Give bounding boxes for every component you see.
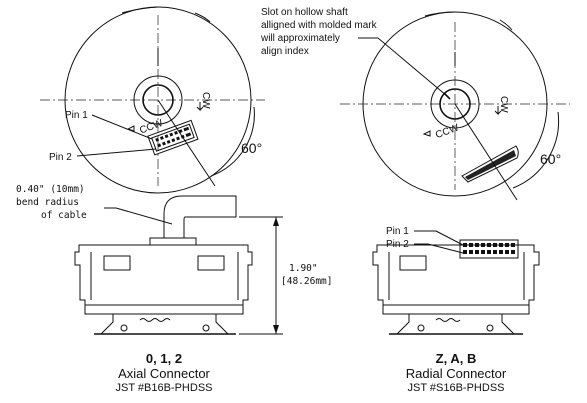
right-angle-label: 60° <box>540 151 561 167</box>
housing-slot <box>399 255 427 271</box>
left-cw-mark: CW <box>196 92 211 112</box>
screw <box>486 324 494 332</box>
left-angle-line <box>157 99 216 187</box>
screw <box>120 324 128 332</box>
left-pin1-leader <box>91 114 153 140</box>
connector-pins <box>463 243 515 254</box>
housing <box>372 244 540 315</box>
cable <box>163 195 237 238</box>
radial-top-view: Slot on hollow shaft alligned with molde… <box>260 7 570 201</box>
slot-note-line-3: will approximately <box>260 33 340 44</box>
height-dim-inches: 1.90" <box>289 263 318 274</box>
bend-note-leader <box>115 207 173 225</box>
base-flange <box>99 314 230 335</box>
bend-note-line-2: bend radius <box>16 197 79 208</box>
slot-note-line-4: align index <box>261 46 309 57</box>
axial-caption-part: JST #B16B-PHDSS <box>115 382 212 394</box>
axial-caption-type: Axial Connector <box>118 366 210 381</box>
right-ccw-mark: CCW <box>422 122 461 141</box>
right-pin1-label: Pin 1 <box>386 226 409 237</box>
body-rim-detail <box>121 6 211 23</box>
radial-caption-part: JST #S16B-PHDSS <box>407 382 504 394</box>
housing-slot <box>103 255 131 271</box>
collar <box>149 237 197 246</box>
base-flange <box>395 314 516 335</box>
bend-note-line-3: of cable <box>41 210 87 221</box>
right-angle-arc <box>512 111 560 189</box>
radial-side-view: Pin 1 Pin 2 Z, A, B Radial Connector JST… <box>372 226 540 394</box>
housing <box>74 244 253 315</box>
radial-connector <box>459 239 519 259</box>
svg-text:CW: CW <box>200 92 211 109</box>
right-pin2-label: Pin 2 <box>386 239 409 250</box>
left-pin1-label: Pin 1 <box>65 110 88 121</box>
shaft-bore <box>439 88 471 120</box>
left-angle-label: 60° <box>241 140 262 156</box>
radial-caption-title: Z, A, B <box>436 351 477 366</box>
right-cw-mark: CW <box>494 96 509 116</box>
axial-side-view: 0.40" (10mm) bend radius of cable 1.90" … <box>16 184 332 394</box>
body-rim-detail <box>424 11 513 31</box>
screw <box>202 324 210 332</box>
housing-slot <box>197 255 225 271</box>
slot-note-leader <box>377 37 448 97</box>
bend-note-line-1: 0.40" (10mm) <box>16 184 85 195</box>
right-pin2-leader <box>427 243 464 254</box>
shaft-bore <box>142 84 174 116</box>
base-detail <box>435 318 461 322</box>
height-dim-mm: [48.26mm] <box>281 276 332 287</box>
slot-note-line-1: Slot on hollow shaft <box>261 7 348 18</box>
right-angle-line <box>454 103 518 201</box>
base-detail <box>139 318 171 322</box>
radial-connector-tab <box>461 145 519 183</box>
svg-text:CW: CW <box>498 96 509 113</box>
left-pin2-leader <box>76 148 157 157</box>
hub-outer <box>133 75 183 125</box>
left-angle-arc <box>210 106 255 177</box>
slot-note-line-2: alligned with molded mark <box>261 20 378 31</box>
axial-connector <box>147 119 199 156</box>
radial-caption-type: Radial Connector <box>406 366 507 381</box>
axial-caption-title: 0, 1, 2 <box>146 351 182 366</box>
screw <box>417 324 425 332</box>
axial-top-view: CCW CW Pin 1 Pin 2 60° <box>40 6 265 194</box>
svg-text:CCW: CCW <box>434 122 461 141</box>
right-pin1-leader <box>435 230 464 246</box>
hub-outer <box>430 79 480 129</box>
svg-text:CCW: CCW <box>138 118 165 137</box>
left-pin2-label: Pin 2 <box>49 152 72 163</box>
